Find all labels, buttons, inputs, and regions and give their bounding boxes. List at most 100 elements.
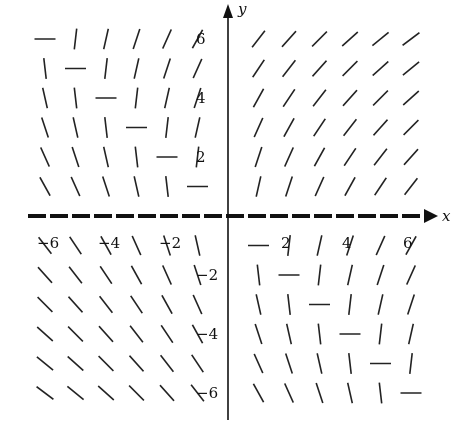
slope-segment (341, 31, 359, 47)
y-tick-label: −4 (196, 325, 218, 343)
slope-segment (128, 385, 145, 401)
slope-segment (133, 58, 140, 79)
y-axis-label: y (237, 0, 247, 18)
slope-segment (312, 89, 327, 107)
slope-segments (34, 28, 422, 404)
slope-segment (129, 325, 144, 343)
slope-segment (348, 353, 352, 374)
slope-segment (284, 176, 294, 197)
slope-segment (43, 58, 47, 79)
slope-segment (311, 31, 328, 47)
slope-segment (253, 117, 264, 138)
slope-segment (255, 294, 262, 315)
slope-segment (67, 296, 84, 313)
slope-segment (36, 326, 54, 342)
slope-segment (68, 266, 83, 284)
slope-segment (70, 176, 81, 197)
slope-segment (255, 176, 262, 197)
slope-segment (101, 176, 111, 197)
slope-segment (165, 176, 169, 197)
slope-segment (378, 323, 383, 345)
slope-segment (102, 28, 110, 50)
slope-segment (285, 323, 293, 345)
slope-segment (253, 353, 264, 374)
x-tick-label: −6 (37, 234, 59, 252)
slope-segment (39, 176, 51, 197)
slope-segment (159, 384, 175, 402)
slope-segment (287, 235, 291, 256)
slope-segment (69, 236, 82, 255)
slope-segment (283, 147, 295, 167)
slope-segment (287, 294, 291, 315)
slope-segment (41, 87, 49, 109)
slope-segment (402, 32, 420, 46)
x-tick-label: 4 (342, 234, 352, 252)
slope-segment (348, 294, 352, 315)
slope-segment (313, 147, 326, 167)
slope-segment (254, 323, 263, 345)
slope-segment (100, 235, 112, 256)
slope-segment (281, 30, 297, 48)
slope-segment (402, 61, 420, 76)
slope-segment (191, 354, 204, 373)
slope-segment (160, 324, 174, 344)
slope-segment (311, 60, 328, 77)
slope-segment (159, 354, 175, 373)
y-tick-label: −2 (196, 266, 218, 284)
slope-segment (98, 325, 114, 343)
slope-segment (254, 146, 263, 168)
slope-segment (252, 59, 265, 78)
slope-segment (194, 117, 201, 138)
slope-segment (104, 117, 108, 138)
slope-segment (192, 294, 203, 315)
slope-segment (67, 355, 84, 372)
slope-segment (37, 296, 53, 313)
slope-segment (39, 147, 51, 167)
slope-segment (283, 383, 295, 403)
slope-segment (405, 265, 417, 285)
slope-segment (128, 355, 145, 372)
slope-segment (409, 353, 413, 374)
slope-segment (374, 177, 387, 196)
y-tick-label: −6 (196, 384, 218, 402)
slope-segment (406, 294, 416, 315)
slope-segment (372, 60, 389, 77)
slope-segment (102, 146, 110, 168)
slope-segment (191, 324, 204, 344)
slope-segment (345, 235, 355, 256)
slope-segment (130, 295, 143, 314)
slope-segment (162, 58, 172, 79)
x-axis-arrowhead (424, 209, 438, 223)
slope-segment (131, 235, 142, 256)
slope-segment (282, 88, 296, 108)
slope-segment (284, 353, 294, 374)
slope-segment (344, 176, 356, 197)
y-tick-label: 4 (196, 89, 206, 107)
slope-segment (378, 382, 383, 404)
slope-segment (193, 264, 202, 286)
slope-segment (372, 90, 389, 106)
slope-segment (134, 146, 139, 168)
slope-segment (403, 177, 419, 196)
slope-segment (405, 235, 417, 256)
slope-segment (346, 382, 354, 404)
slope-segment (73, 28, 78, 50)
slope-segment (72, 117, 79, 138)
slope-segment (317, 323, 322, 345)
slope-segment (372, 119, 389, 136)
slope-segment (252, 383, 265, 403)
slope-segment (98, 295, 114, 314)
slope-segment (377, 294, 384, 315)
slope-segment (195, 146, 200, 168)
slope-segment (343, 147, 357, 167)
slope-segment (132, 28, 141, 50)
slope-segment (133, 176, 140, 197)
slope-segment (192, 58, 203, 79)
slope-segment (316, 353, 323, 374)
x-tick-label: 6 (403, 234, 413, 252)
slope-segment (40, 117, 50, 138)
y-tick-label: 2 (196, 148, 206, 166)
slope-segment (281, 59, 297, 78)
x-tick-label: 2 (281, 234, 291, 252)
